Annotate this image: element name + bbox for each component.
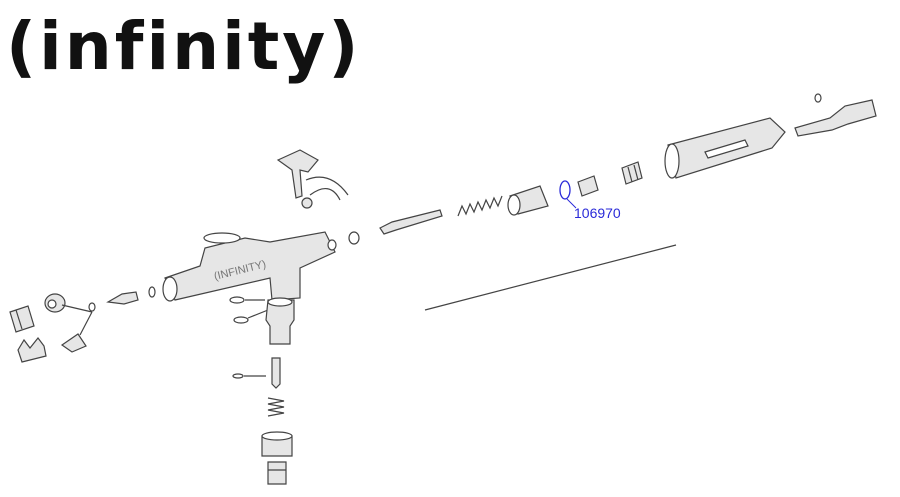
- valve-nut: [261, 431, 293, 457]
- valve-orings: [229, 296, 269, 324]
- nozzle-cap: [9, 305, 35, 333]
- needle: [424, 244, 677, 311]
- infinity-logo: (infinity): [6, 8, 362, 85]
- cup-oring: [203, 232, 241, 244]
- nozzle-cone: [60, 333, 87, 353]
- knurled-nut: [621, 161, 643, 185]
- handle: [664, 117, 786, 179]
- valve-stem: [271, 357, 281, 389]
- crown-cap: [17, 337, 47, 363]
- body-ring: [327, 231, 360, 251]
- nozzle: [106, 291, 139, 305]
- spring: [457, 195, 503, 217]
- nozzle-head: [44, 293, 66, 313]
- part-number-callout: 106970: [574, 205, 621, 221]
- oring-106970: [559, 180, 577, 209]
- valve-stem-oring: [232, 373, 266, 379]
- needle-chuck: [379, 209, 443, 235]
- spring-guide: [507, 185, 549, 216]
- nozzle-small-ring: [88, 302, 96, 312]
- tail-cap: [794, 93, 877, 137]
- airbrush-body: (INFINITY): [162, 231, 336, 302]
- trigger: [276, 149, 349, 209]
- body-washer: [148, 286, 156, 298]
- valve-spring: [267, 397, 285, 417]
- valve-body: [265, 297, 295, 345]
- air-fitting: [267, 461, 287, 485]
- tail-small-ring: [814, 93, 822, 103]
- adjustment-nut: [577, 175, 599, 197]
